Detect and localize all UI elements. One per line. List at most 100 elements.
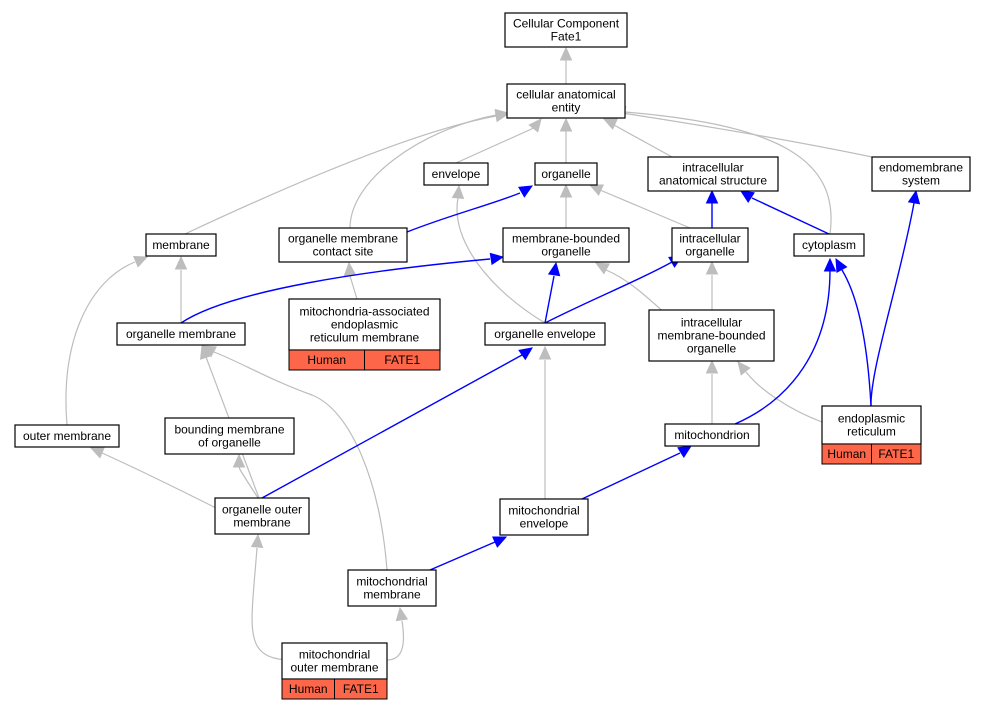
edge-oom-outermem	[89, 447, 217, 509]
edge-line	[624, 111, 832, 235]
node-box	[871, 156, 971, 192]
node-label: reticulum membrane	[310, 331, 420, 345]
annotation-cell	[364, 349, 441, 371]
node-box	[534, 162, 598, 186]
node-label: mitochondrion	[674, 428, 749, 442]
node-label: cytoplasm	[802, 238, 856, 252]
edge-mitoenv-orgenv	[538, 345, 552, 499]
edge-line	[349, 275, 358, 300]
node-label: organelle membrane	[288, 232, 398, 246]
edge-omcs-cae	[349, 108, 510, 229]
node-label: endoplasmic	[331, 318, 398, 332]
edge-mito-cytoplasm-part	[734, 257, 837, 425]
arrowhead	[492, 536, 508, 548]
node-label: organelle	[687, 342, 737, 356]
edge-line	[101, 452, 217, 509]
edge-mitomem-mitoenv-part	[429, 536, 508, 571]
arrowhead	[232, 453, 246, 468]
arrowhead	[705, 359, 719, 374]
arrowhead	[737, 361, 751, 376]
node-membrane[interactable]: membrane	[145, 233, 217, 257]
edge-mom-mitomem	[386, 606, 409, 661]
node-label: Fate1	[551, 30, 582, 44]
node-box	[278, 227, 408, 263]
node-label: organelle	[541, 245, 591, 259]
edge-mam-omcs	[343, 261, 358, 300]
arrowhead	[489, 252, 505, 266]
node-label: organelle outer	[222, 503, 302, 517]
node-label: system	[902, 174, 940, 188]
edge-mito-imbo	[705, 359, 719, 424]
arrowhead	[547, 261, 561, 277]
edge-oom-bmo	[232, 453, 259, 499]
node-box	[484, 322, 606, 346]
node-label: outer membrane	[290, 661, 378, 675]
arrowhead	[705, 260, 719, 275]
node-label: intracellular	[682, 161, 743, 175]
node-label: reticulum	[847, 425, 896, 439]
node-label: mitochondrial	[508, 504, 579, 518]
node-outermem[interactable]: outer membrane	[14, 424, 120, 448]
edge-line	[406, 192, 521, 233]
edge-line	[544, 275, 555, 324]
edge-er-cytoplasm-part	[835, 257, 872, 407]
node-label: organelle	[541, 167, 591, 181]
arrowhead	[594, 262, 610, 275]
node-label: envelope	[432, 167, 481, 181]
node-label: contact site	[313, 245, 374, 259]
node-label: organelle membrane	[126, 327, 236, 341]
edge-line	[751, 197, 830, 235]
node-label: of organelle	[198, 436, 261, 450]
edge-line	[581, 452, 681, 500]
annotation-cell	[334, 678, 388, 700]
node-label: mitochondrial	[299, 648, 370, 662]
node-orgenv[interactable]: organelle envelope	[484, 322, 606, 346]
arrowhead	[677, 445, 693, 459]
node-label: membrane	[233, 516, 291, 530]
arrowhead	[528, 118, 542, 133]
arrowhead	[201, 345, 217, 358]
node-mito[interactable]: mitochondrion	[664, 423, 760, 447]
edge-line	[621, 112, 873, 158]
node-cytoplasm[interactable]: cytoplasm	[793, 233, 865, 257]
node-mam[interactable]: mitochondria-associatedendoplasmicreticu…	[288, 298, 441, 371]
node-label: mitochondria-associated	[299, 305, 429, 319]
node-box	[647, 156, 779, 192]
node-envelope[interactable]: envelope	[423, 162, 489, 186]
graph-edges	[65, 46, 921, 662]
edge-imbo-io	[705, 260, 719, 310]
edge-orgmem-membrane	[174, 255, 188, 323]
edge-line	[456, 197, 546, 324]
edge-line	[841, 269, 872, 407]
edge-line	[349, 114, 497, 229]
arrowhead	[559, 183, 573, 198]
edge-line	[180, 258, 491, 324]
edge-line	[544, 261, 673, 324]
node-label: membrane-bounded	[512, 232, 620, 246]
edge-line	[213, 351, 388, 571]
node-organelle[interactable]: organelle	[534, 162, 598, 186]
arrowhead	[835, 257, 848, 273]
arrowhead	[559, 117, 573, 132]
arrowhead	[451, 184, 465, 199]
node-orgmem[interactable]: organelle membrane	[116, 322, 246, 346]
node-box	[423, 162, 489, 186]
node-box	[281, 642, 388, 680]
arrowhead	[739, 190, 755, 204]
